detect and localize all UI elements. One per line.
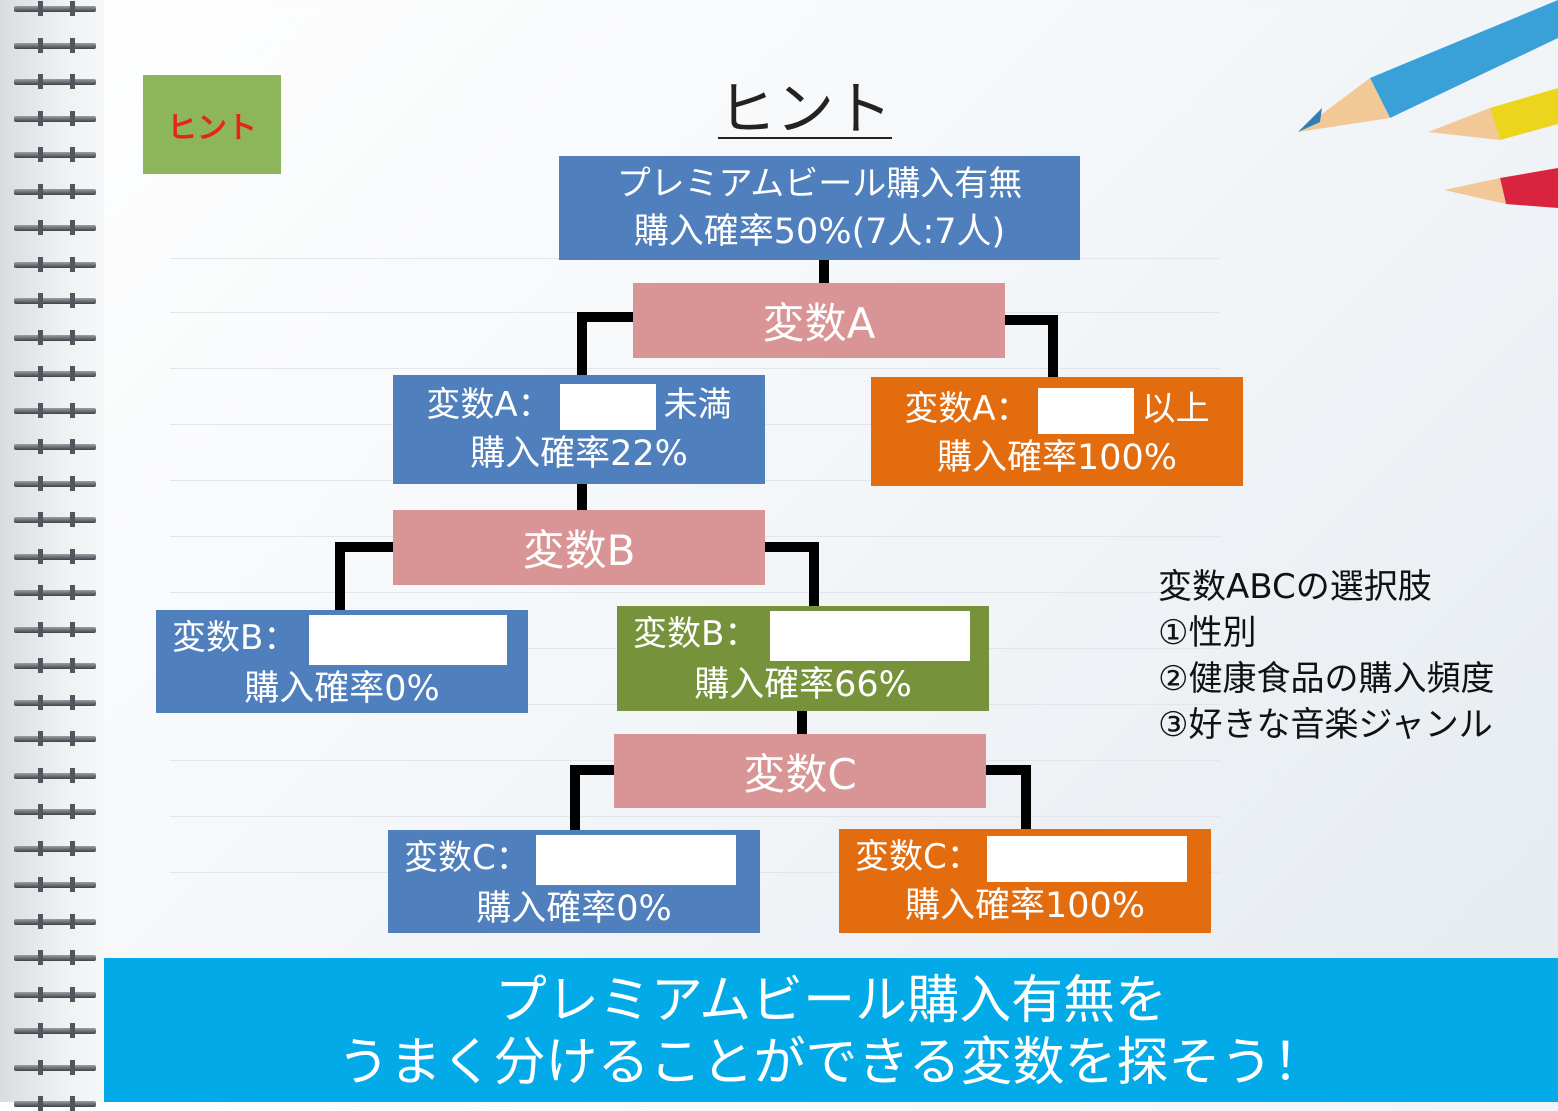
hint-tab: ヒント	[143, 75, 281, 174]
connector-split-b-left	[335, 542, 393, 610]
connector-split-a-right	[1003, 315, 1058, 379]
spiral-ring	[14, 986, 96, 1002]
node-a-right-blank	[1037, 387, 1134, 434]
spiral-ring	[14, 366, 96, 381]
node-c-right-probability: 購入確率100%	[904, 885, 1146, 926]
node-a-right-probability: 購入確率100%	[936, 437, 1178, 478]
notebook-rule	[170, 816, 1220, 817]
split-variable-b: 変数B	[393, 510, 765, 585]
spiral-ring	[14, 220, 96, 235]
yellow-pencil-icon	[1428, 88, 1558, 140]
node-a-right: 変数A： 以上 購入確率100%	[871, 377, 1243, 486]
spiral-ring	[14, 293, 96, 308]
connector-split-c-right	[985, 765, 1031, 830]
spiral-ring	[14, 621, 96, 637]
node-a-left-probability: 購入確率22%	[470, 433, 688, 474]
variable-choices: 変数ABCの選択肢 ①性別 ②健康食品の購入頻度 ③好きな音楽ジャンル	[1158, 564, 1494, 748]
spiral-ring	[14, 475, 96, 491]
instruction-banner: プレミアムビール購入有無を うまく分けることができる変数を探そう！	[104, 958, 1558, 1102]
spiral-ring	[14, 658, 96, 673]
node-a-right-label: 変数A：	[904, 389, 1030, 429]
spiral-ring	[14, 512, 96, 527]
notebook-spiral-binding	[0, 0, 104, 1111]
spiral-ring	[14, 183, 96, 199]
connector-split-b-right	[764, 542, 819, 608]
node-a-left-label: 変数A：	[426, 385, 552, 425]
spiral-ring	[14, 913, 96, 929]
node-c-left: 変数C： 購入確率0%	[388, 830, 760, 933]
node-b-left: 変数B： 購入確率0%	[156, 610, 528, 713]
node-b-right: 変数B： 購入確率66%	[617, 606, 989, 711]
node-b-left-label: 変数B：	[172, 618, 298, 658]
blue-pencil-icon	[1298, 0, 1558, 132]
node-b-right-blank	[770, 610, 971, 661]
choice-item: ②健康食品の購入頻度	[1158, 659, 1495, 699]
red-pencil-icon	[1444, 168, 1558, 208]
node-a-left-blank	[559, 383, 656, 430]
spiral-ring	[14, 329, 96, 345]
node-c-left-label: 変数C：	[404, 838, 530, 878]
node-c-right: 変数C： 購入確率100%	[839, 829, 1211, 933]
spiral-ring	[14, 950, 96, 965]
spiral-ring	[14, 439, 96, 454]
choice-item: ①性別	[1158, 613, 1257, 653]
spiral-ring	[14, 731, 96, 746]
root-node-probability: 購入確率50%(7人:7人)	[633, 212, 1006, 252]
split-variable-a: 変数A	[633, 283, 1005, 358]
notebook-rule	[170, 368, 1220, 369]
node-b-left-probability: 購入確率0%	[244, 668, 440, 709]
node-b-right-probability: 購入確率66%	[694, 664, 912, 705]
node-c-right-blank	[986, 835, 1187, 882]
spiral-ring	[14, 1023, 96, 1038]
spiral-ring	[14, 548, 96, 564]
connector-split-a-left	[577, 312, 634, 377]
spiral-ring	[14, 256, 96, 272]
banner-line-1: プレミアムビール購入有無を	[494, 971, 1168, 1031]
notebook-rule	[170, 592, 1220, 593]
spiral-ring	[14, 74, 96, 89]
node-c-right-label: 変数C：	[855, 837, 981, 877]
spiral-ring	[14, 37, 96, 53]
spiral-ring	[14, 694, 96, 710]
node-a-left-suffix: 未満	[663, 385, 732, 425]
root-node-title: プレミアムビール購入有無	[616, 164, 1023, 204]
spiral-ring	[14, 110, 96, 126]
node-b-left-blank	[309, 614, 508, 665]
choice-item: ③好きな音楽ジャンル	[1158, 705, 1493, 745]
connector-split-c-left	[570, 765, 615, 832]
spiral-ring	[14, 804, 96, 819]
node-b-right-label: 変数B：	[633, 614, 759, 654]
spiral-ring	[14, 402, 96, 418]
page-title: ヒント	[717, 75, 892, 143]
spiral-ring	[14, 1059, 96, 1075]
pencils-decoration	[1298, 0, 1558, 208]
root-node: プレミアムビール購入有無 購入確率50%(7人:7人)	[559, 156, 1080, 260]
spiral-ring	[14, 877, 96, 892]
node-a-right-suffix: 以上	[1141, 389, 1210, 429]
node-c-left-probability: 購入確率0%	[476, 888, 672, 929]
spiral-ring	[14, 585, 96, 600]
banner-line-2: うまく分けることができる変数を探そう！	[337, 1033, 1325, 1093]
choices-heading: 変数ABCの選択肢	[1158, 567, 1432, 607]
spiral-ring	[14, 767, 96, 783]
node-c-left-blank	[535, 834, 736, 885]
spiral-ring	[14, 147, 96, 162]
node-a-left: 変数A： 未満 購入確率22%	[393, 375, 765, 484]
spiral-ring	[14, 1, 96, 16]
spiral-ring	[14, 840, 96, 856]
split-variable-c: 変数C	[614, 734, 986, 808]
